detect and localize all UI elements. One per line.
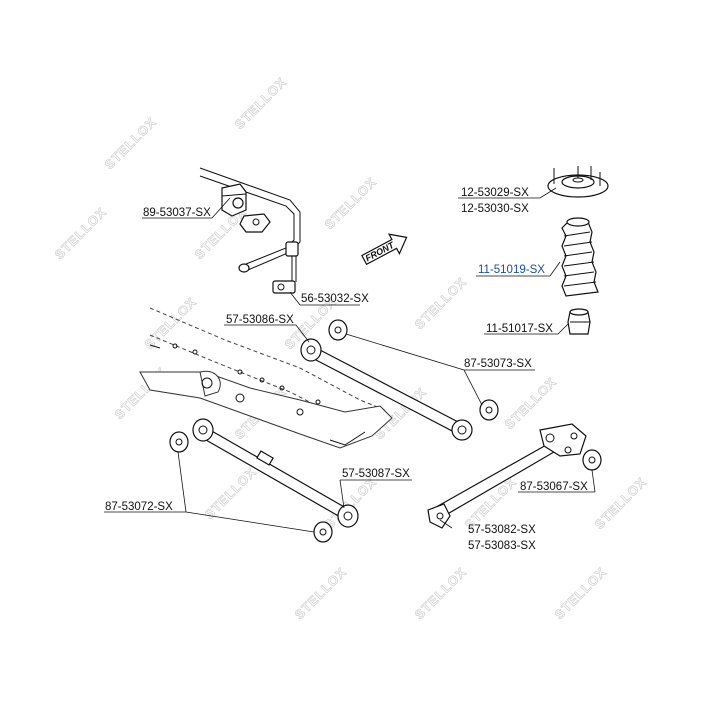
label-89-53037: 89-53037-SX [143, 207, 211, 219]
leader-lines [104, 187, 596, 533]
trailing-arm-part [427, 423, 587, 529]
upper-arm-bushings-part [328, 319, 499, 421]
watermark-text: STELLOX [502, 374, 560, 432]
subframe-drawing [139, 307, 393, 449]
label-11-51019: 11-51019-SX [478, 264, 545, 276]
watermark-text: STELLOX [412, 274, 470, 332]
label-12-53030: 12-53030-SX [461, 203, 529, 215]
stabilizer-bar-drawing [199, 167, 301, 273]
stabilizer-bushing-part [221, 183, 271, 233]
strut-mount-part [547, 166, 609, 198]
label-57-53087: 57-53087-SX [342, 468, 410, 480]
label-57-53083: 57-53083-SX [468, 540, 536, 552]
watermark-text: STELLOX [592, 474, 650, 532]
watermark-text: STELLOX [552, 564, 610, 622]
trailing-arm-bushing-part [582, 449, 602, 471]
watermark-text: STELLOX [102, 114, 160, 172]
lower-lateral-arm-part [192, 418, 359, 528]
watermark-text: STELLOX [292, 564, 350, 622]
label-87-53073: 87-53073-SX [464, 358, 532, 370]
label-57-53086: 57-53086-SX [226, 314, 294, 326]
label-12-53029: 12-53029-SX [461, 187, 529, 199]
label-57-53082: 57-53082-SX [468, 524, 536, 536]
label-11-51017: 11-51017-SX [486, 323, 553, 335]
watermark-layer: STELLOX STELLOX STELLOX STELLOX STELLOX STELL… [51, 74, 650, 623]
stabilizer-link-part [272, 241, 299, 294]
watermark-text: STELLOX [232, 74, 290, 132]
part-labels: 89-53037-SX 56-53032-SX 57-53086-SX 87-5… [105, 187, 588, 552]
label-87-53067: 87-53067-SX [520, 481, 588, 493]
upper-lateral-arm-part [300, 338, 473, 441]
bump-stop-part [567, 308, 591, 335]
watermark-text: STELLOX [52, 204, 110, 262]
label-56-53032: 56-53032-SX [301, 293, 369, 305]
watermark-text: STELLOX [412, 564, 470, 622]
dust-boot-part [561, 217, 599, 297]
label-87-53072: 87-53072-SX [105, 501, 173, 513]
watermark-text: STELLOX [322, 174, 380, 232]
front-direction-arrow: FRONT [361, 233, 408, 266]
watermark-text: STELLOX [202, 464, 260, 522]
